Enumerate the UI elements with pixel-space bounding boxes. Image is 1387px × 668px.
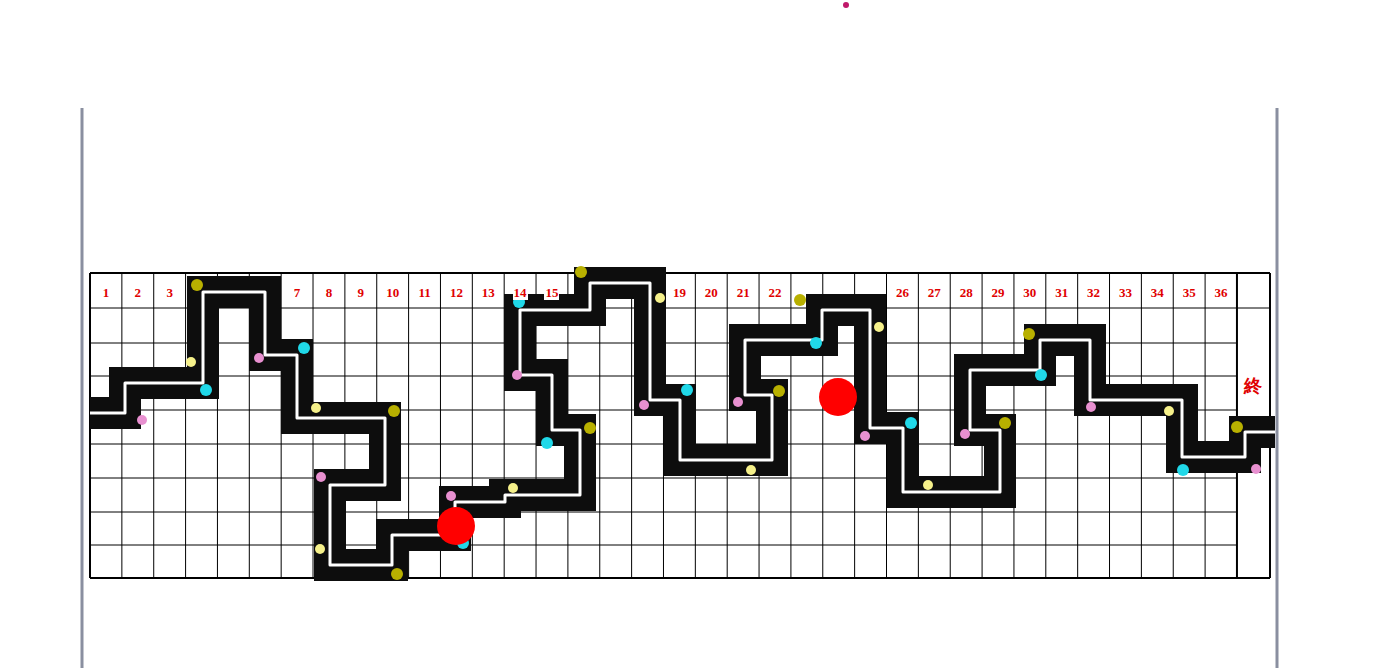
- track-dot: [733, 397, 743, 407]
- track-dot: [316, 472, 326, 482]
- grid-line: [90, 577, 1270, 579]
- grid-line: [90, 545, 1237, 546]
- grid-line: [153, 273, 154, 578]
- grid-line: [90, 272, 1270, 274]
- column-number: 22: [767, 286, 782, 300]
- track-dot: [999, 417, 1011, 429]
- column-number: 27: [927, 286, 942, 300]
- red-token: [437, 507, 475, 545]
- column-number: 36: [1214, 286, 1229, 300]
- track-dot: [315, 544, 325, 554]
- track-dot: [186, 357, 196, 367]
- track-dot: [137, 415, 147, 425]
- column-number: 3: [165, 286, 174, 300]
- column-number: 1: [102, 286, 111, 300]
- track-dot: [1035, 369, 1047, 381]
- track-dot: [254, 353, 264, 363]
- track-dot: [1177, 464, 1189, 476]
- frame-line: [81, 108, 84, 668]
- track-dot: [655, 293, 665, 303]
- column-number: 8: [325, 286, 334, 300]
- grid-line: [790, 273, 791, 578]
- track-dot: [512, 370, 522, 380]
- grid-line: [185, 273, 186, 578]
- column-number: 15: [544, 286, 559, 300]
- track-dot: [575, 266, 587, 278]
- column-number: 34: [1150, 286, 1165, 300]
- grid-line: [1045, 273, 1046, 578]
- track-dot: [681, 384, 693, 396]
- track-dot: [391, 568, 403, 580]
- column-number: 10: [385, 286, 400, 300]
- track-dot: [874, 322, 884, 332]
- grid-line: [90, 444, 1237, 445]
- track-dots: [137, 266, 1261, 580]
- grid-line: [1205, 273, 1206, 578]
- goal-label: 終: [1243, 379, 1263, 393]
- column-number: 32: [1086, 286, 1101, 300]
- column-number: 31: [1054, 286, 1069, 300]
- track-dot: [508, 483, 518, 493]
- grid-line: [631, 273, 632, 578]
- column-number: 11: [417, 286, 431, 300]
- track-dot: [746, 465, 756, 475]
- grid-line: [1109, 273, 1110, 578]
- column-number: 30: [1022, 286, 1037, 300]
- grid-line: [1077, 273, 1078, 578]
- track-dot: [1164, 406, 1174, 416]
- column-number: 33: [1118, 286, 1133, 300]
- grid-line: [950, 273, 951, 578]
- column-number: 35: [1182, 286, 1197, 300]
- track-path: [90, 283, 1275, 565]
- track-dot: [639, 400, 649, 410]
- column-number: 2: [134, 286, 143, 300]
- track-dot: [794, 294, 806, 306]
- red-token: [819, 378, 857, 416]
- track-line: [90, 283, 1275, 565]
- grid-line: [1141, 273, 1142, 578]
- track-dot: [311, 403, 321, 413]
- track-dot: [905, 417, 917, 429]
- grid-line: [727, 273, 728, 578]
- column-number: 14: [513, 286, 528, 300]
- track-dot: [446, 491, 456, 501]
- marker-dot: [843, 2, 849, 8]
- track-dot: [810, 337, 822, 349]
- track-dot: [298, 342, 310, 354]
- column-number: 9: [357, 286, 366, 300]
- track-dot: [541, 437, 553, 449]
- track-dot: [923, 480, 933, 490]
- track-dot: [860, 431, 870, 441]
- column-number: 28: [959, 286, 974, 300]
- grid-line: [90, 512, 1237, 513]
- column-number: 13: [481, 286, 496, 300]
- track-dot: [1251, 464, 1261, 474]
- column-number: 29: [991, 286, 1006, 300]
- column-number: 19: [672, 286, 687, 300]
- column-number: 26: [895, 286, 910, 300]
- track-dot: [1086, 402, 1096, 412]
- frame-line: [1276, 108, 1279, 668]
- track-dot: [1023, 328, 1035, 340]
- track-dot: [191, 279, 203, 291]
- track-dot: [1231, 421, 1243, 433]
- column-number: 20: [704, 286, 719, 300]
- column-number: 21: [736, 286, 751, 300]
- column-number: 12: [449, 286, 464, 300]
- column-number: 7: [293, 286, 302, 300]
- track-dot: [388, 405, 400, 417]
- track-dot: [584, 422, 596, 434]
- track-bed: [90, 283, 1275, 565]
- track-dot: [773, 385, 785, 397]
- track-dot: [960, 429, 970, 439]
- track-dot: [200, 384, 212, 396]
- grid-line: [90, 478, 1237, 479]
